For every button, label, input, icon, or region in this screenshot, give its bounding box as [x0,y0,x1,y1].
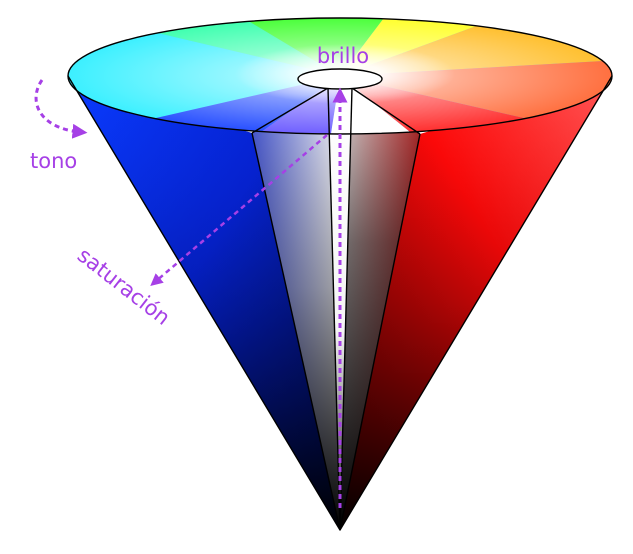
brightness-label: brillo [317,44,369,68]
value-axis-top-hole [297,68,383,90]
hue-label: tono [30,149,77,173]
saturation-arrow [150,134,328,287]
cut-face-left-shade [252,88,340,530]
saturation-label: saturación [73,243,175,330]
cut-face-right-shade [340,88,420,530]
